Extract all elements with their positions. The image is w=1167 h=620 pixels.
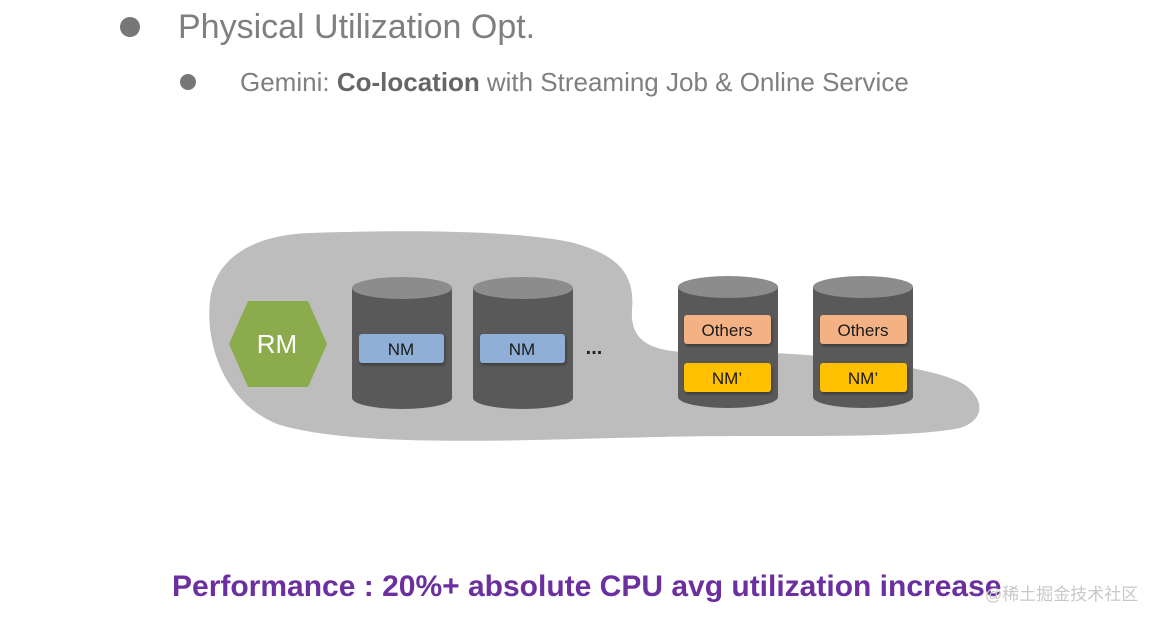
ellipsis: ... bbox=[586, 337, 603, 359]
watermark: @稀土掘金技术社区 bbox=[985, 585, 1139, 604]
cylinder-top bbox=[678, 276, 778, 298]
nm-label: NM bbox=[388, 340, 414, 359]
cylinder-top bbox=[473, 277, 573, 299]
cylinder-top bbox=[352, 277, 452, 299]
others-box bbox=[684, 315, 771, 344]
others-label: Others bbox=[701, 321, 752, 340]
nm-box bbox=[480, 334, 565, 363]
bullet-level2 bbox=[180, 74, 196, 90]
bullet-level1 bbox=[120, 17, 140, 37]
nm-prime-box bbox=[820, 363, 907, 392]
nm-prime-label: NM’ bbox=[848, 369, 878, 388]
colocated-node-1: Others NM’ bbox=[678, 276, 778, 408]
nm-box bbox=[359, 334, 444, 363]
performance-statement: Performance : 20%+ absolute CPU avg util… bbox=[172, 570, 1002, 603]
rm-label: RM bbox=[257, 329, 297, 359]
subtitle-prefix: Gemini: bbox=[240, 67, 330, 97]
colocated-node-2: Others NM’ bbox=[813, 276, 913, 408]
others-label: Others bbox=[837, 321, 888, 340]
nm-prime-box bbox=[684, 363, 771, 392]
subtitle-emphasis: Co-location bbox=[336, 67, 480, 97]
subtitle-rest: with Streaming Job & Online Service bbox=[486, 67, 909, 97]
others-box bbox=[820, 315, 907, 344]
cylinder-top bbox=[813, 276, 913, 298]
nm-node-1: NM bbox=[352, 277, 452, 409]
rm-hexagon bbox=[229, 301, 327, 387]
nm-prime-label: NM’ bbox=[712, 369, 742, 388]
nm-node-2: NM bbox=[473, 277, 573, 409]
nm-label: NM bbox=[509, 340, 535, 359]
page-title: Physical Utilization Opt. bbox=[178, 8, 536, 46]
